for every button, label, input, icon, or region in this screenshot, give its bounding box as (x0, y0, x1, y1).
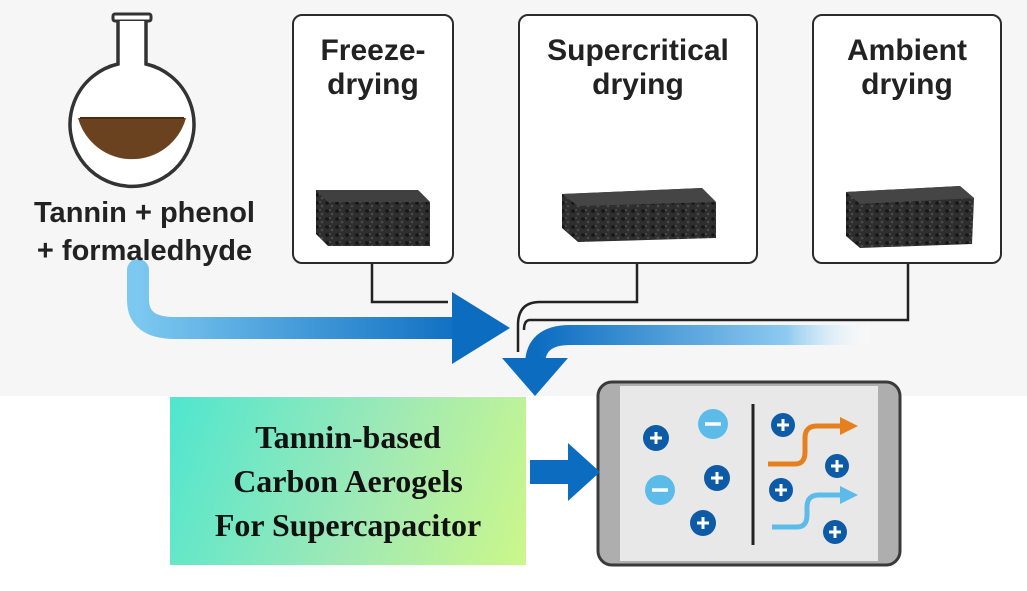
freeze-connector-line (370, 262, 448, 304)
arrow-head-down (502, 358, 568, 396)
precursor-label-line2: + formaledhyde (36, 235, 253, 267)
precursor-label-line1: Tannin + phenol (34, 197, 255, 229)
negative-ion (698, 409, 728, 439)
positive-ion (823, 520, 847, 544)
freeze-drying-title: Freeze- drying (294, 34, 452, 102)
result-line1: Tannin-based (255, 419, 441, 455)
ambient-drying-title: Ambient drying (814, 34, 1000, 102)
ambient-drying-title-line1: Ambient (847, 34, 967, 67)
freeze-dried-aerogel-block (316, 190, 430, 246)
freeze-drying-title-line2: drying (327, 68, 419, 101)
precursor-label: Tannin + phenol + formaledhyde (22, 194, 267, 270)
freeze-drying-title-line1: Freeze- (320, 34, 426, 67)
ambient-connector-line (522, 262, 910, 331)
supercritical-aerogel-block (562, 188, 716, 242)
positive-ion (769, 478, 793, 502)
supercritical-drying-title-line2: drying (592, 68, 684, 101)
positive-ion (643, 425, 669, 451)
flask-to-result-arrow (127, 259, 481, 339)
ambient-drying-box: Ambient drying (812, 14, 1002, 264)
result-line2: Carbon Aerogels (233, 463, 463, 499)
arrow-head-right (452, 292, 510, 364)
positive-ion (825, 454, 849, 478)
flask-icon (68, 12, 196, 189)
freeze-drying-box: Freeze- drying (292, 14, 454, 264)
result-box: Tannin-based Carbon Aerogels For Superca… (170, 397, 526, 565)
ambient-dried-aerogel-block (846, 186, 974, 248)
ambient-drying-title-line2: drying (861, 68, 953, 101)
negative-ion (645, 475, 675, 505)
supercritical-drying-title: Supercritical drying (520, 34, 756, 102)
result-to-supercapacitor-arrow (530, 443, 600, 501)
supercritical-connector-line (516, 262, 639, 352)
supercritical-drying-title-line1: Supercritical (547, 34, 729, 67)
positive-ion (771, 413, 795, 437)
supercritical-drying-box: Supercritical drying (518, 14, 758, 264)
positive-ion (704, 465, 730, 491)
positive-ion (690, 510, 716, 536)
result-line3: For Supercapacitor (214, 507, 482, 543)
